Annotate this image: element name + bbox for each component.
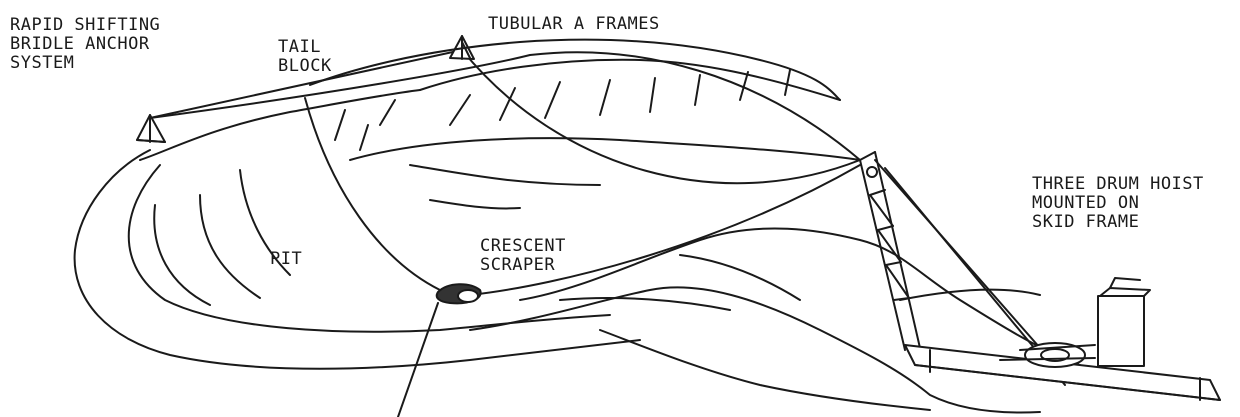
cable-lines [150, 50, 1065, 385]
label-line: TAIL [278, 38, 332, 57]
crescent-scraper-bucket [437, 284, 481, 303]
tail-block-cable [305, 98, 440, 290]
label-line: SCRAPER [480, 256, 566, 275]
label-line: MOUNTED ON [1032, 194, 1204, 213]
label-line: BRIDLE ANCHOR [10, 35, 160, 54]
left-a-frame [137, 115, 165, 142]
label-line: BLOCK [278, 57, 332, 76]
label-line: SYSTEM [10, 54, 160, 73]
label-line: RAPID SHIFTING [10, 16, 160, 35]
hoist-skid [905, 278, 1220, 400]
label-three-drum-hoist: THREE DRUM HOIST MOUNTED ON SKID FRAME [1032, 175, 1204, 232]
scraper-leader-line [398, 303, 438, 417]
label-line: SKID FRAME [1032, 213, 1204, 232]
label-rapid-shifting-bridle-anchor: RAPID SHIFTING BRIDLE ANCHOR SYSTEM [10, 16, 160, 73]
label-line: THREE DRUM HOIST [1032, 175, 1204, 194]
label-crescent-scraper: CRESCENT SCRAPER [480, 237, 566, 275]
label-tail-block: TAIL BLOCK [278, 38, 332, 76]
label-line: PIT [270, 250, 302, 269]
label-line: CRESCENT [480, 237, 566, 256]
label-line: TUBULAR A FRAMES [488, 15, 660, 34]
label-tubular-a-frames: TUBULAR A FRAMES [488, 15, 660, 34]
label-pit: PIT [270, 250, 302, 269]
far-rim [310, 40, 840, 100]
